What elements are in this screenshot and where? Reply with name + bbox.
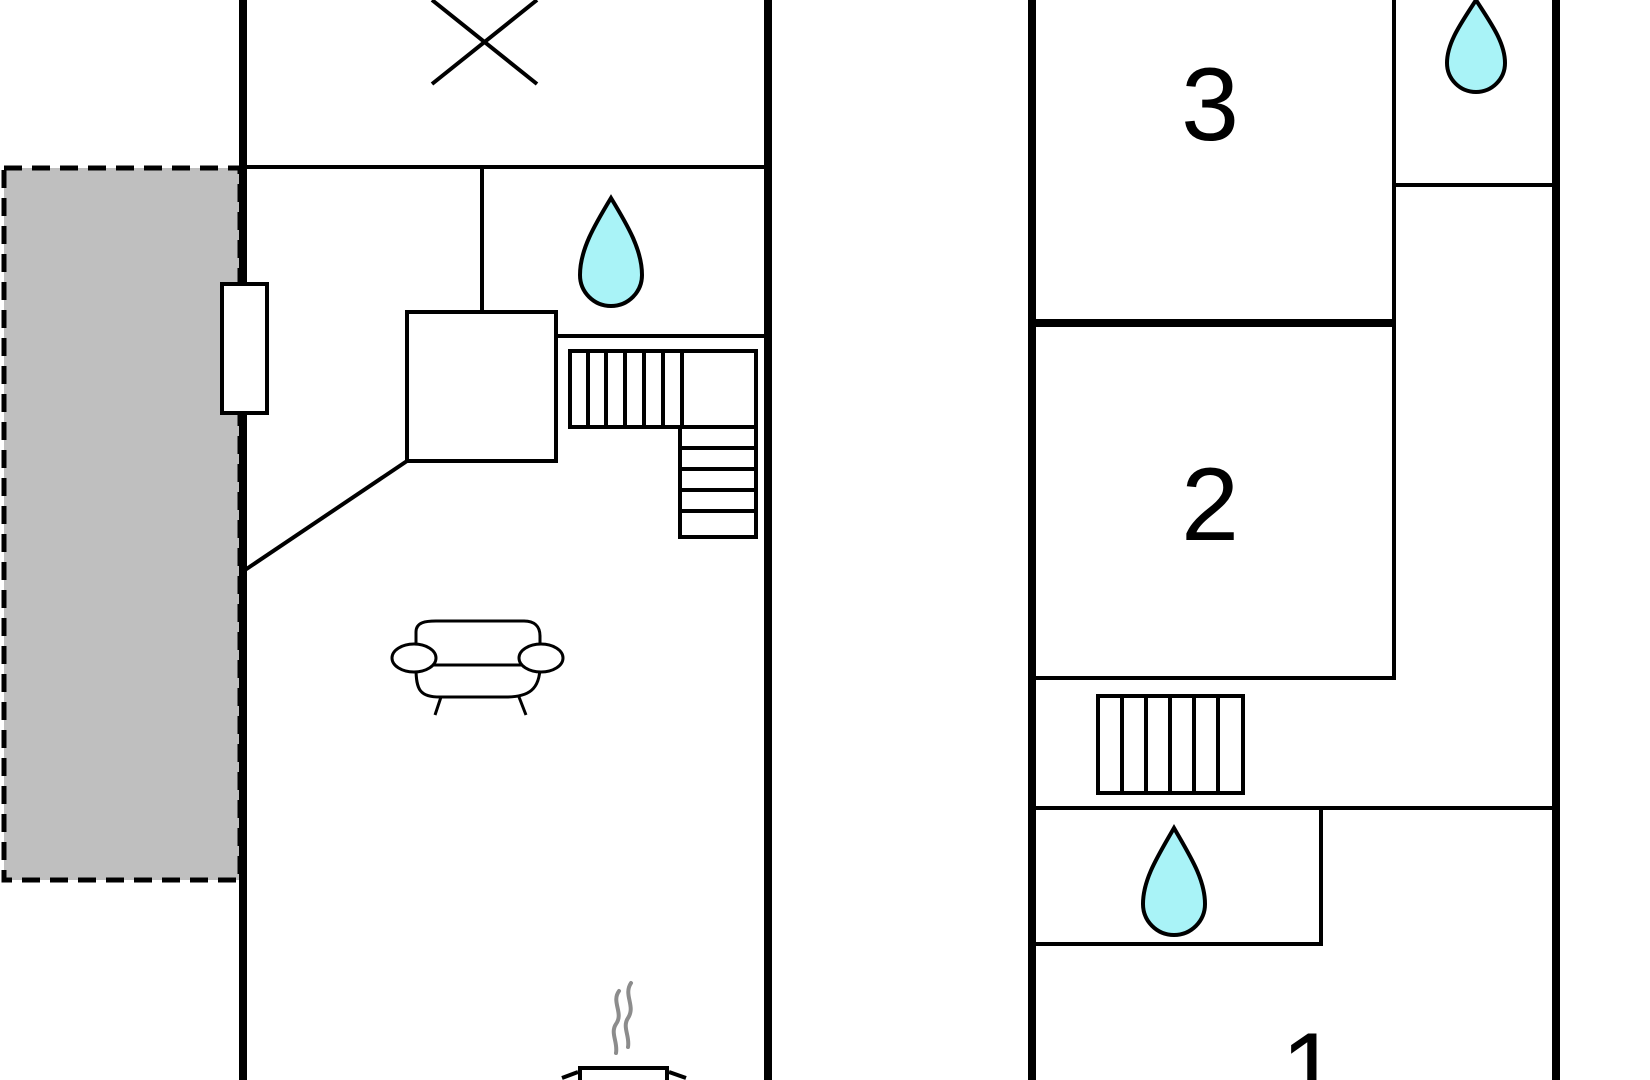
bedroom-2-label: 2 — [1181, 447, 1239, 563]
bedroom-3-label: 3 — [1181, 47, 1239, 163]
steam-icon — [611, 981, 633, 1055]
left-floor — [220, 0, 772, 1080]
sofa-icon — [390, 619, 565, 716]
stove-icon — [561, 981, 687, 1080]
void-cross-icon — [430, 0, 539, 86]
diagonal-wall — [243, 459, 409, 572]
water-drop-icon — [1444, 0, 1508, 94]
water-drop-icon — [1140, 823, 1208, 937]
bedroom-1-label: 1 — [1281, 1012, 1339, 1080]
stairs-icon — [568, 349, 758, 539]
terrace-area — [1, 165, 243, 883]
window-icon — [220, 282, 269, 415]
water-drop-icon — [577, 194, 645, 308]
chimney-block — [405, 310, 558, 463]
stairs-icon — [1096, 694, 1245, 795]
right-floor: 3 2 1 — [1028, 0, 1560, 1080]
